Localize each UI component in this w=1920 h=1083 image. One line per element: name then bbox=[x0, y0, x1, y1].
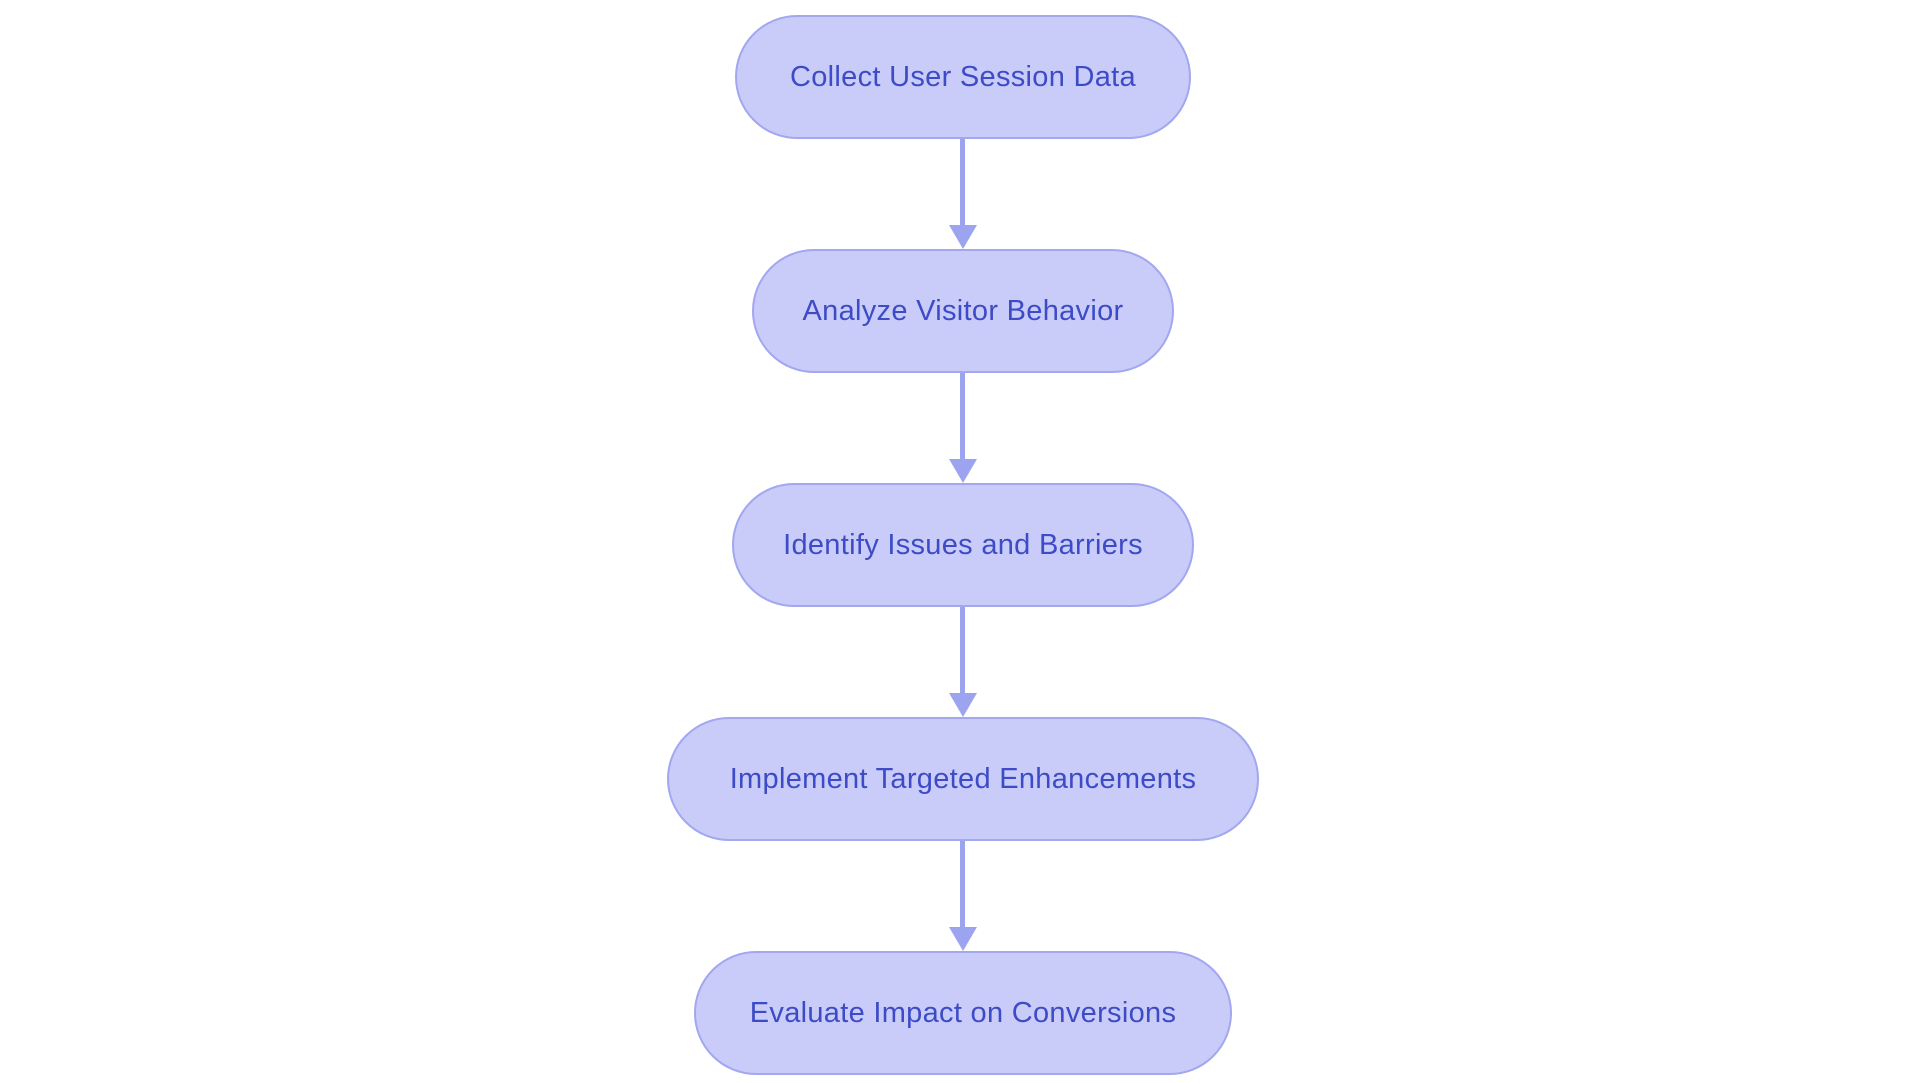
arrow-head-icon bbox=[949, 927, 977, 951]
flow-node-label: Identify Issues and Barriers bbox=[783, 528, 1143, 561]
flow-node-label: Collect User Session Data bbox=[790, 60, 1136, 93]
flow-node-implement-targeted-enhancements: Implement Targeted Enhancements bbox=[667, 717, 1259, 841]
arrow-head-icon bbox=[949, 225, 977, 249]
flow-node-analyze-visitor-behavior: Analyze Visitor Behavior bbox=[752, 249, 1174, 373]
flow-node-evaluate-impact-on-conversions: Evaluate Impact on Conversions bbox=[694, 951, 1232, 1075]
flow-node-label: Analyze Visitor Behavior bbox=[802, 294, 1124, 327]
flow-node-identify-issues-and-barriers: Identify Issues and Barriers bbox=[732, 483, 1194, 607]
flow-node-label: Implement Targeted Enhancements bbox=[729, 762, 1197, 795]
arrow-stem-3 bbox=[960, 607, 965, 695]
flow-node-collect-user-session-data: Collect User Session Data bbox=[735, 15, 1191, 139]
arrow-head-icon bbox=[949, 693, 977, 717]
arrow-head-icon bbox=[949, 459, 977, 483]
arrow-stem-2 bbox=[960, 373, 965, 461]
arrow-stem-4 bbox=[960, 841, 965, 929]
flow-node-label: Evaluate Impact on Conversions bbox=[749, 996, 1177, 1029]
arrow-stem-1 bbox=[960, 139, 965, 227]
